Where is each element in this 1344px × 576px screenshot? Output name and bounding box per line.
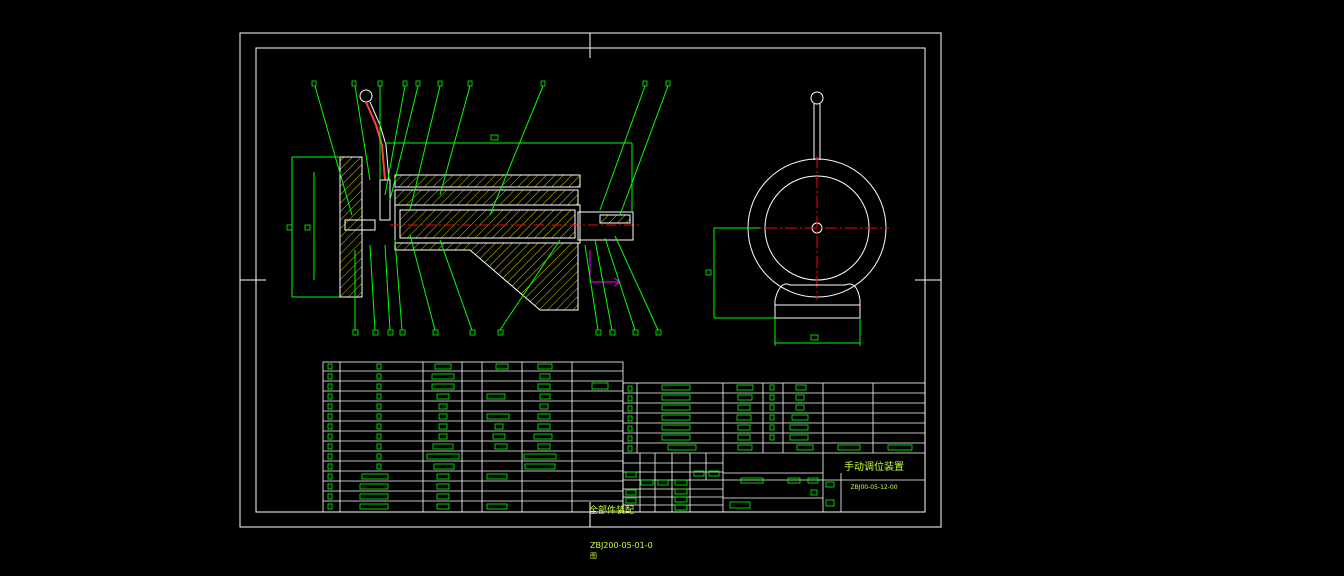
footer-drawing-code: ZBJ200-05-01-0 [590,541,653,550]
title-block-cells [625,384,913,511]
title-block-name: 手动调位装置 [844,460,904,473]
title-block-code: ZBJ00-05-12-00 [850,484,897,491]
assembly-caption: 全部件装配 [589,504,634,516]
parts-list-table [322,361,624,513]
leader-lines [314,85,669,331]
parts-list-cells [327,363,609,510]
leader-label-boxes [286,80,671,336]
section-view [291,89,640,311]
title-block [622,382,926,513]
end-view [705,91,889,346]
footer-sub-label: 图 [590,552,597,560]
